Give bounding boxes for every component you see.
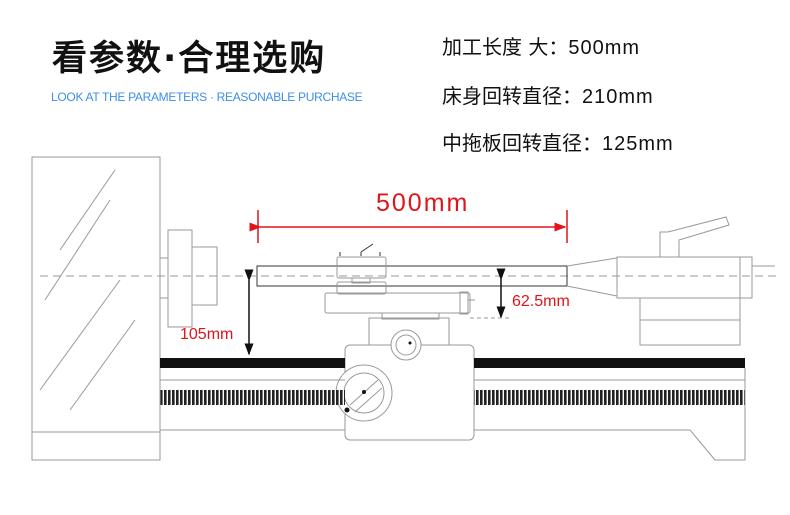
spec-label: 中拖板回转直径： xyxy=(442,131,602,155)
spec-label: 加工长度 大： xyxy=(442,35,569,59)
page-title: 看参数·合理选购 xyxy=(52,39,327,79)
length-label: 500mm xyxy=(376,189,470,217)
workpiece xyxy=(256,265,568,287)
bed xyxy=(159,358,746,461)
headstock xyxy=(31,156,161,461)
carriage xyxy=(324,243,475,441)
center-height-label: 105mm xyxy=(180,326,234,343)
spec-value: 125mm xyxy=(602,133,674,155)
spec-bed-swing: 床身回转直径：210mm xyxy=(442,80,654,109)
spec-cross-slide-swing: 中拖板回转直径：125mm xyxy=(442,127,674,156)
page-subtitle: LOOK AT THE PARAMETERS · REASONABLE PURC… xyxy=(51,90,363,104)
spec-label: 床身回转直径： xyxy=(442,84,582,108)
spec-max-length: 加工长度 大：500mm xyxy=(442,31,640,60)
length-dimension xyxy=(249,210,568,243)
spec-value: 210mm xyxy=(582,86,654,108)
chuck xyxy=(159,229,218,328)
spec-value: 500mm xyxy=(568,37,641,59)
cross-slide-height-label: 62.5mm xyxy=(512,293,570,310)
tailstock xyxy=(566,216,775,346)
